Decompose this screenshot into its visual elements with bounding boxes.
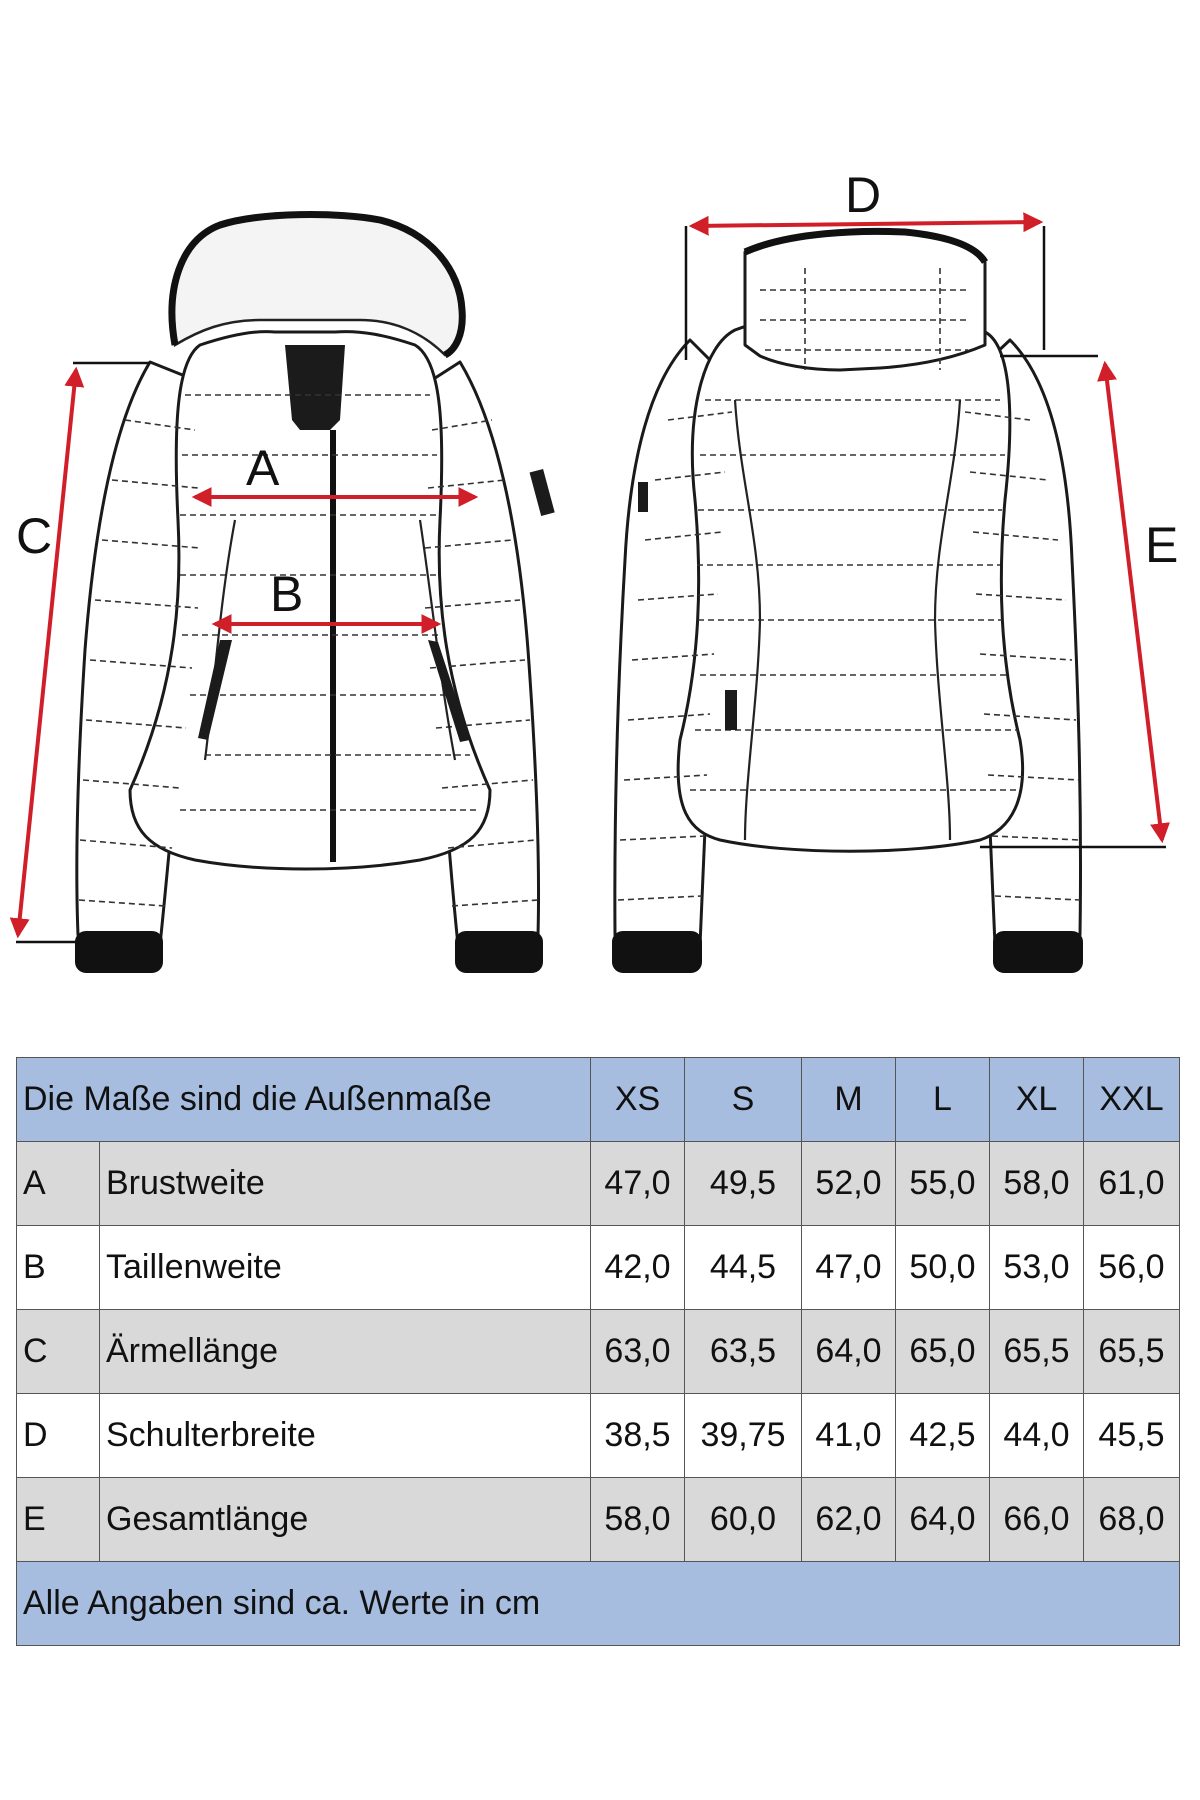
- cell-value: 58,0: [590, 1477, 686, 1562]
- table-footer-row: Alle Angaben sind ca. Werte in cm: [15, 1561, 1181, 1646]
- measure-c: C: [9, 361, 150, 944]
- cell-value: 65,0: [895, 1309, 991, 1394]
- measure-e: E: [980, 354, 1178, 849]
- label-b: B: [270, 566, 303, 622]
- cell-value: 38,5: [590, 1393, 686, 1478]
- cell-value: 53,0: [989, 1225, 1085, 1310]
- row-code: A: [16, 1141, 100, 1226]
- size-xs: XS: [590, 1057, 686, 1142]
- table-row: B Taillenweite 42,0 44,5 47,0 50,0 53,0 …: [16, 1225, 1181, 1310]
- table-row: D Schulterbreite 38,5 39,75 41,0 42,5 44…: [16, 1393, 1181, 1478]
- header-title: Die Maße sind die Außenmaße: [15, 1057, 592, 1142]
- table-row: E Gesamtlänge 58,0 60,0 62,0 64,0 66,0 6…: [16, 1477, 1181, 1562]
- measure-d: D: [684, 167, 1046, 360]
- cell-value: 41,0: [801, 1393, 897, 1478]
- cell-value: 42,0: [590, 1225, 686, 1310]
- row-label: Ärmellänge: [98, 1309, 592, 1394]
- cell-value: 62,0: [801, 1477, 897, 1562]
- cell-value: 64,0: [895, 1477, 991, 1562]
- cell-value: 55,0: [895, 1141, 991, 1226]
- jacket-back-view: [612, 227, 1083, 973]
- cell-value: 47,0: [801, 1225, 897, 1310]
- cell-value: 44,5: [684, 1225, 803, 1310]
- measure-b: B: [211, 566, 442, 634]
- row-code: B: [16, 1225, 100, 1310]
- table-row: C Ärmellänge 63,0 63,5 64,0 65,0 65,5 65…: [16, 1309, 1181, 1394]
- jacket-measurement-illustration: A B C D E: [9, 167, 1178, 973]
- label-d: D: [845, 167, 881, 223]
- cell-value: 52,0: [801, 1141, 897, 1226]
- footer-note: Alle Angaben sind ca. Werte in cm: [15, 1561, 1181, 1646]
- label-e: E: [1145, 517, 1178, 573]
- cell-value: 49,5: [684, 1141, 803, 1226]
- size-xl: XL: [989, 1057, 1085, 1142]
- size-table: Die Maße sind die Außenmaße XS S M L XL …: [15, 1057, 1181, 1646]
- label-a: A: [246, 440, 280, 496]
- cell-value: 68,0: [1083, 1477, 1181, 1562]
- size-l: L: [895, 1057, 991, 1142]
- cell-value: 61,0: [1083, 1141, 1181, 1226]
- cell-value: 56,0: [1083, 1225, 1181, 1310]
- cell-value: 65,5: [989, 1309, 1085, 1394]
- cell-value: 64,0: [801, 1309, 897, 1394]
- cell-value: 66,0: [989, 1477, 1085, 1562]
- row-label: Brustweite: [98, 1141, 592, 1226]
- cell-value: 42,5: [895, 1393, 991, 1478]
- row-label: Taillenweite: [98, 1225, 592, 1310]
- row-code: E: [16, 1477, 100, 1562]
- table-row: A Brustweite 47,0 49,5 52,0 55,0 58,0 61…: [16, 1141, 1181, 1226]
- size-s: S: [684, 1057, 803, 1142]
- cell-value: 58,0: [989, 1141, 1085, 1226]
- cell-value: 63,5: [684, 1309, 803, 1394]
- jacket-front-view: [75, 211, 555, 973]
- cell-value: 44,0: [989, 1393, 1085, 1478]
- size-xxl: XXL: [1083, 1057, 1181, 1142]
- cell-value: 39,75: [684, 1393, 803, 1478]
- size-m: M: [801, 1057, 897, 1142]
- cell-value: 47,0: [590, 1141, 686, 1226]
- measure-a: A: [191, 440, 479, 507]
- cell-value: 63,0: [590, 1309, 686, 1394]
- cell-value: 45,5: [1083, 1393, 1181, 1478]
- row-label: Schulterbreite: [98, 1393, 592, 1478]
- cell-value: 50,0: [895, 1225, 991, 1310]
- row-label: Gesamtlänge: [98, 1477, 592, 1562]
- row-code: C: [16, 1309, 100, 1394]
- cell-value: 60,0: [684, 1477, 803, 1562]
- cell-value: 65,5: [1083, 1309, 1181, 1394]
- row-code: D: [16, 1393, 100, 1478]
- table-header-row: Die Maße sind die Außenmaße XS S M L XL …: [15, 1057, 1181, 1142]
- label-c: C: [16, 508, 52, 564]
